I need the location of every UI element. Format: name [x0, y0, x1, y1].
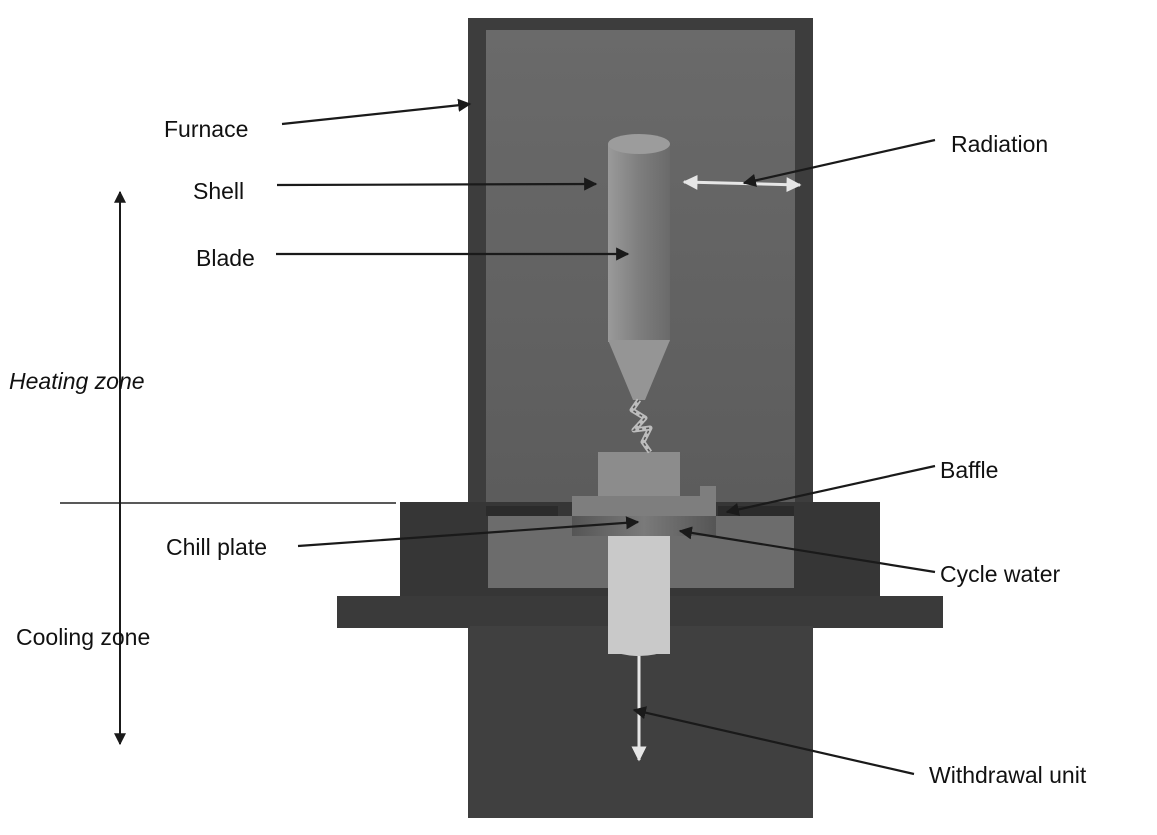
- starter-block: [598, 452, 680, 498]
- shell-leader: [276, 177, 598, 191]
- withdrawal-unit-leader: [632, 706, 915, 776]
- chill-plate-upper: [572, 496, 716, 518]
- cycle-water-leader: [678, 526, 936, 574]
- withdrawal-rod-bottom: [608, 650, 670, 656]
- baffle-left: [486, 506, 558, 516]
- blade-shell: [608, 144, 670, 342]
- blade-shell-top: [608, 134, 670, 154]
- chill-plate-leader: [297, 516, 640, 548]
- label-chill-plate: Chill plate: [166, 534, 267, 560]
- label-heating-zone: Heating zone: [9, 368, 145, 394]
- label-cooling-zone: Cooling zone: [16, 624, 150, 650]
- withdrawal-rod: [608, 536, 670, 654]
- withdrawal-chamber: [470, 626, 813, 818]
- label-furnace: Furnace: [164, 116, 248, 142]
- chill-plate-step: [700, 486, 716, 498]
- baffle-right: [718, 506, 794, 516]
- label-withdrawal-unit: Withdrawal unit: [929, 762, 1087, 788]
- furnace-leader: [281, 98, 472, 126]
- label-cycle-water: Cycle water: [940, 561, 1060, 587]
- baffle-leader: [725, 464, 936, 516]
- label-shell: Shell: [193, 178, 244, 204]
- label-baffle: Baffle: [940, 457, 998, 483]
- label-radiation: Radiation: [951, 131, 1048, 157]
- radiation-leader: [742, 138, 936, 187]
- radiation-arrow: [682, 174, 802, 193]
- label-blade: Blade: [196, 245, 255, 271]
- blade-cone: [608, 340, 670, 400]
